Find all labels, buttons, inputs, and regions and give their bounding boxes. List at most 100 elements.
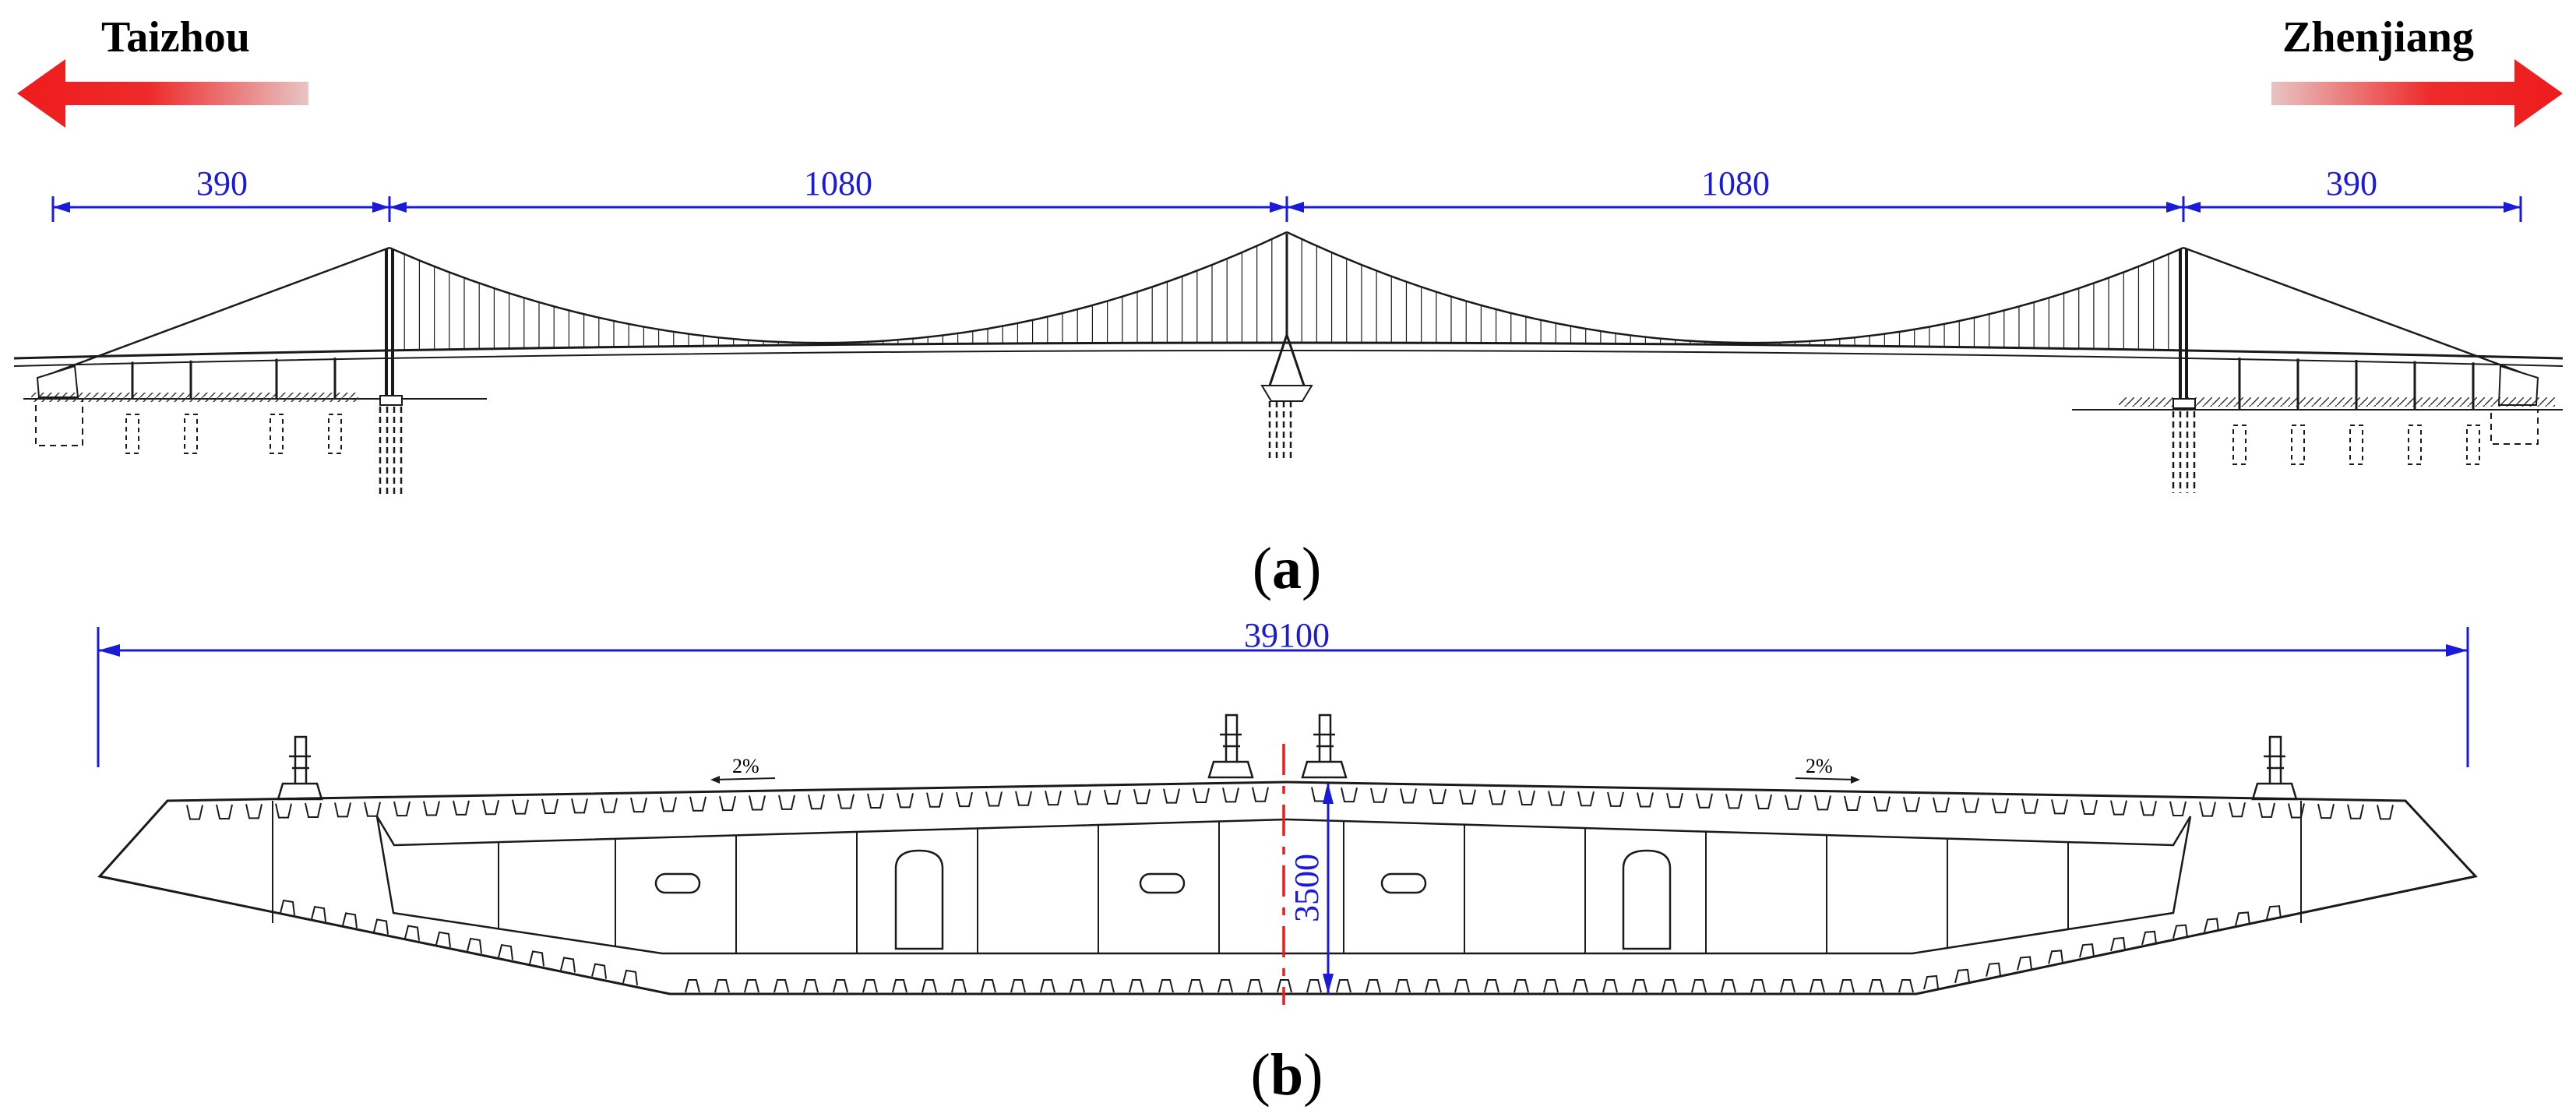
box-girder-section: 2% 2% 3500 [97,714,2478,1005]
deck-rib [1045,790,1062,806]
deck-rib [1666,792,1683,809]
deck-rib [1518,790,1535,805]
span-label-4: 390 [2326,164,2377,203]
pier-piles [270,414,284,454]
barrier-post [1313,714,1335,762]
bottom-rib [1454,979,1470,993]
deck-rib [1193,788,1210,803]
span-label-1: 390 [196,164,248,203]
deck-rib [1755,794,1772,810]
hangers [403,238,2169,351]
deck-rib [1844,795,1861,811]
pier-piles [2408,425,2422,465]
bottom-rib [1158,979,1174,993]
total-width-label: 39100 [1244,616,1330,654]
bottom-rib [1543,979,1559,993]
deck-rib [1785,795,1802,810]
backstay-cable [54,246,390,374]
bottom-rib [498,944,513,960]
deck-rib [2051,799,2068,815]
slope-markers: 2% 2% [710,755,1860,784]
deck-rib [2021,798,2039,814]
bottom-rib [862,979,878,993]
deck-rib [1489,790,1506,805]
bottom-rib [1277,979,1292,993]
pier-piles [2349,425,2363,465]
deck-rib [364,802,381,817]
left-tower [379,249,403,406]
deck-rib [867,793,884,809]
direction-label-left: Taizhou [101,13,250,62]
bottom-rib [803,979,819,993]
deck-rib [275,803,292,819]
deck-rib [186,805,203,820]
bottom-rib [1247,979,1263,993]
bottom-rib [774,979,789,993]
deck-rib [926,792,943,808]
slope-label-left: 2% [732,755,759,777]
deck-rib [245,804,263,819]
bottom-rib [1898,979,1914,993]
deck-rib [956,791,973,808]
bottom-rib [404,925,420,941]
bottom-rib [2079,943,2095,958]
height-dimension: 3500 [1288,784,1334,994]
pile-foundations [125,401,2480,496]
middle-tower [1260,234,1313,402]
deck-rib [1252,787,1269,802]
bottom-rib [951,979,967,993]
bottom-rib [435,931,451,947]
bottom-rib [2235,911,2250,926]
deck-rib [334,802,351,818]
bottom-rib [1573,979,1588,993]
deck-rib [778,795,795,810]
deck-rib [305,802,322,819]
deck-rib [985,791,1003,807]
bottom-rib [2141,930,2157,946]
deck-rib [393,801,411,817]
bottom-rib [1010,979,1026,993]
bottom-rib [1336,979,1351,993]
bottom-rib [591,963,607,979]
deck-rib [1459,789,1476,805]
deck-rib [630,797,647,813]
deck-rib [2140,801,2157,816]
slope-label-right: 2% [1806,755,1833,777]
deck-rib [541,798,559,814]
barrier [1207,760,1254,779]
bottom-rib [1395,979,1411,993]
access-openings [654,849,1672,950]
deck-rib [1163,788,1180,804]
deck-rib [749,795,766,811]
panel-letter-a: a [1272,536,1302,601]
span-label-2: 1080 [804,164,872,203]
deck-rib [2288,803,2305,819]
deck-rib [601,798,618,813]
deck-rib [1637,792,1654,808]
deck-rib [660,797,677,812]
bottom-rib [280,899,295,916]
bottom-rib [1602,979,1618,993]
barrier [2251,782,2298,801]
deck-rib [1696,793,1713,809]
deck-rib [453,800,470,816]
bottom-rib [1691,979,1707,993]
backstay-cable [2183,246,2521,374]
span-label-3: 1080 [1701,164,1770,203]
bottom-rib [922,979,937,993]
bottom-rib [981,979,996,993]
arrow-right-icon [2271,59,2563,128]
deck-rib [571,798,588,814]
deck-rib [2317,803,2335,819]
bottom-rib [1662,979,1677,993]
bottom-rib [1188,979,1203,993]
deck-rib [1873,796,1891,812]
deck-rib [689,796,707,812]
barrier-post [2264,735,2285,784]
bottom-rib [1366,979,1381,993]
height-label: 3500 [1288,854,1326,922]
deck-rib [1429,788,1447,805]
pier-piles [2466,425,2480,465]
deck-rib [2377,805,2394,820]
deck-rib [2199,802,2216,817]
